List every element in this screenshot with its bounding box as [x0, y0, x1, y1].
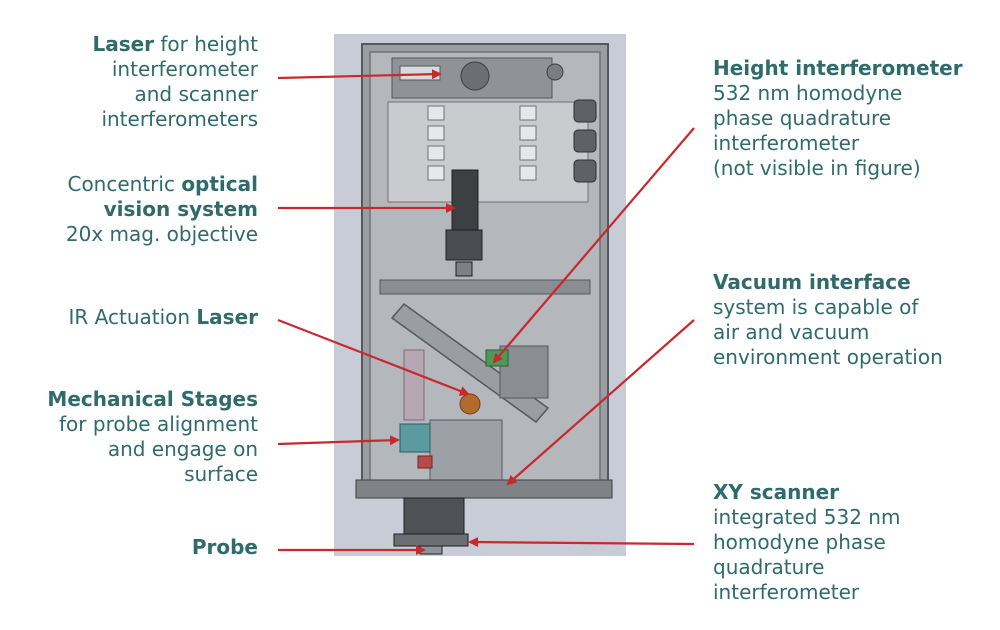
- callout-arrows: [277, 69, 695, 555]
- arrow-stages: [277, 435, 400, 446]
- label-probe: Probe: [191, 535, 258, 559]
- label-mechanical-stages: Mechanical Stages for probe alignment an…: [47, 387, 258, 486]
- label-vacuum-interface: Vacuum interface system is capable of ai…: [713, 270, 943, 369]
- arrow-laser: [277, 69, 442, 80]
- label-xy-scanner: XY scanner integrated 532 nm homodyne ph…: [713, 480, 901, 604]
- label-ir-laser: IR Actuation Laser: [68, 305, 259, 329]
- label-optical-vision: Concentric optical vision system 20x mag…: [65, 172, 258, 246]
- arrow-ir-laser: [277, 318, 470, 396]
- instrument-housing: [355, 43, 613, 555]
- arrow-xy: [468, 537, 695, 548]
- arrow-vacuum: [506, 319, 695, 486]
- label-height-interferometer: Height interferometer 532 nm homodyne ph…: [713, 56, 963, 180]
- label-laser: Laser for height interferometer and scan…: [92, 32, 258, 131]
- arrow-height: [492, 127, 695, 364]
